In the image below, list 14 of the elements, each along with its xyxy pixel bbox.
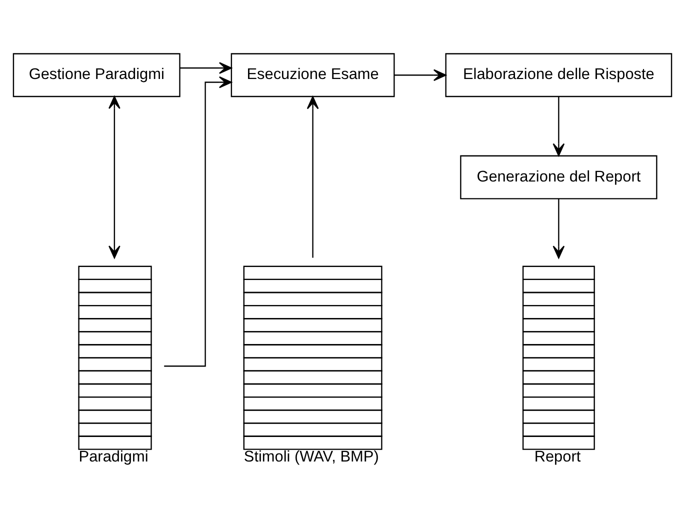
- arrow: [108, 96, 120, 259]
- node-box: Esecuzione Esame: [230, 53, 395, 98]
- node-label: Report: [534, 448, 581, 466]
- node-box: Gestione Paradigmi: [12, 53, 180, 98]
- node-label: Paradigmi: [78, 448, 148, 466]
- node-box: Generazione del Report: [460, 155, 658, 200]
- arrow: [552, 96, 565, 156]
- node-box: Elaborazione delle Risposte: [445, 53, 672, 98]
- arrow: [164, 76, 232, 367]
- arrow: [306, 96, 319, 258]
- arrow: [394, 69, 446, 82]
- arrow: [180, 62, 232, 74]
- arrow: [552, 198, 565, 259]
- node-label: Stimoli (WAV, BMP): [244, 448, 379, 466]
